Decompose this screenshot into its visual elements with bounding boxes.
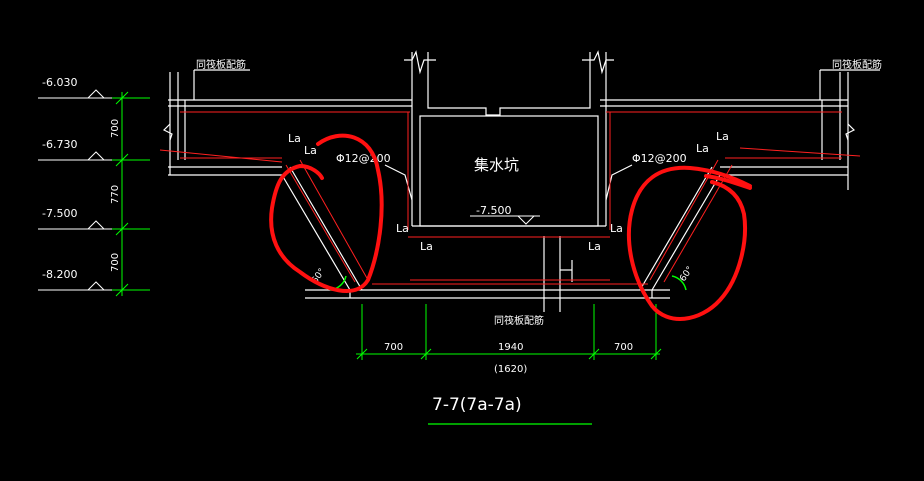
- markup-circle-left: [269, 133, 384, 294]
- markup-circles: [269, 133, 752, 321]
- vertical-dim-3: 700: [110, 253, 121, 272]
- anchor-label-8: La: [588, 240, 601, 253]
- anchor-label-3: La: [396, 222, 409, 235]
- anchor-label-4: La: [420, 240, 433, 253]
- concrete-outline: [162, 50, 880, 312]
- elevation-label-1: -6.030: [42, 76, 77, 89]
- rebar-lines: [159, 111, 861, 285]
- anchor-label-1: La: [288, 132, 301, 145]
- elevation-label-4: -8.200: [42, 268, 77, 281]
- slab-note-bottom: 同筏板配筋: [494, 314, 544, 327]
- vertical-dim-1: 700: [110, 119, 121, 138]
- bottom-dim-1: 700: [384, 342, 403, 353]
- slab-note-left: 同筏板配筋: [196, 58, 246, 71]
- section-title: 7-7(7a-7a): [432, 395, 522, 415]
- vertical-dim-2: 770: [110, 185, 121, 204]
- anchor-label-2: La: [304, 144, 317, 157]
- bottom-dimension-line: [356, 304, 662, 360]
- markup-circle-right: [626, 165, 752, 321]
- pit-elevation-label: -7.500: [476, 204, 511, 217]
- bottom-dim-3: 700: [614, 342, 633, 353]
- elevation-label-2: -6.730: [42, 138, 77, 151]
- vertical-dimension-line: [112, 91, 150, 297]
- bottom-dim-2: 1940: [498, 342, 523, 353]
- bottom-dim-sub: (1620): [494, 364, 527, 375]
- anchor-label-7: La: [610, 222, 623, 235]
- rebar-label-left: Φ12@200: [336, 152, 391, 165]
- rebar-label-right: Φ12@200: [632, 152, 687, 165]
- elevation-label-3: -7.500: [42, 207, 77, 220]
- pit-label: 集水坑: [474, 156, 519, 174]
- angle-label-right: 60°: [678, 265, 695, 284]
- anchor-label-6: La: [696, 142, 709, 155]
- slab-note-right: 同筏板配筋: [832, 58, 882, 71]
- elevation-marks: [38, 89, 150, 291]
- pit-elevation-mark: [470, 215, 540, 225]
- anchor-label-5: La: [716, 130, 729, 143]
